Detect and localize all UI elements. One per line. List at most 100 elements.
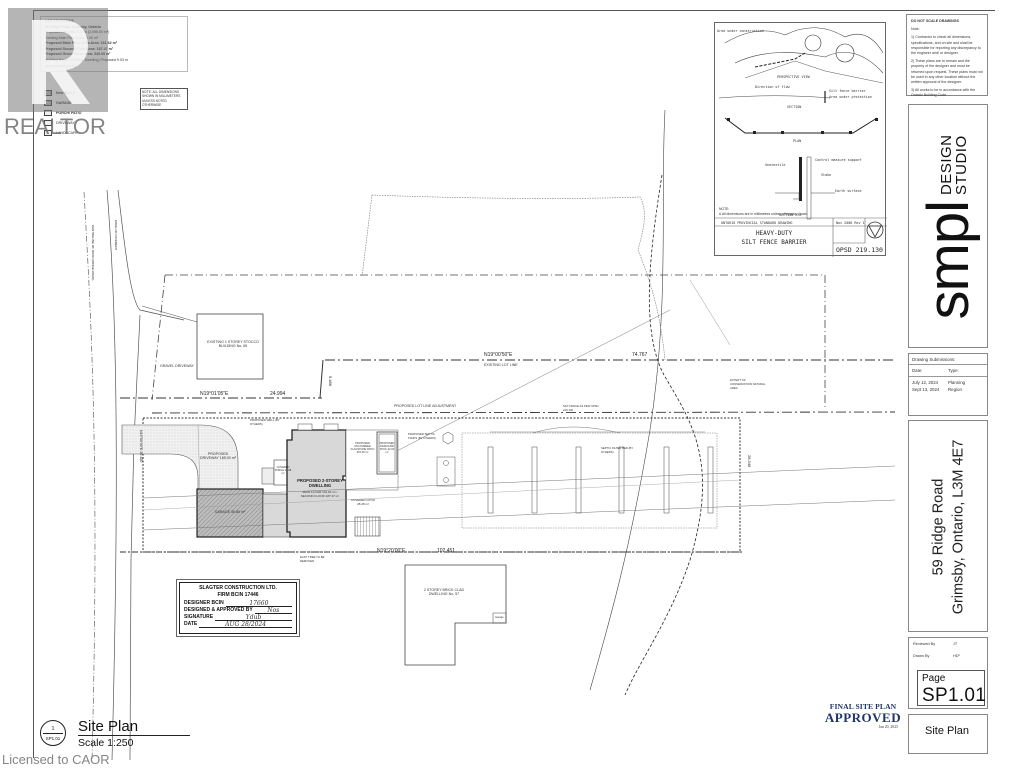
reviewed-by-value: JT — [953, 642, 958, 646]
septic-bed-label: SEPTIC FILTER BED (BY OTHERS) — [601, 446, 634, 454]
stamp-firm: SLAGTER CONSTRUCTION LTD. — [199, 585, 277, 591]
lot-stats-second-floor: Proposed Second Floor Area: 187.47 m² — [45, 46, 113, 51]
logo-wordmark: smpl — [916, 201, 981, 320]
silt-fence-detail: PERSPECTIVE VIEW SECTION PLAN SECTION A-… — [714, 22, 887, 257]
proposed-lot-line-label: PROPOSED LOT LINE ADJUSTMENT — [394, 404, 457, 408]
designer-stamp: SLAGTER CONSTRUCTION LTD. FIRM BCIN 1744… — [176, 579, 300, 637]
silt-fence-label: SILT FENCE AS PER OPSD 219.130 — [563, 404, 599, 412]
covered-patio-label: COVERED PATIO 28.48 m² — [350, 498, 376, 506]
silt-title-line-1: HEAVY-DUTY — [755, 230, 793, 237]
stamp-signature: Ydub — [215, 614, 292, 621]
legend-new-build: New BUILD — [56, 91, 76, 95]
legend-swatch-new-build — [44, 90, 52, 96]
drawn-by-label: Drawn By — [913, 654, 930, 658]
legend-swatch-driveway — [44, 120, 52, 126]
stamp-approved-label: DESIGNED & APPROVED BY — [184, 606, 253, 613]
plan-label: PLAN — [793, 139, 802, 143]
perspective-view-label: PERSPECTIVE VIEW — [777, 75, 810, 79]
submissions-col-date: Date: — [912, 368, 923, 373]
lot-stats-title: LOT STATISTICS — [45, 19, 74, 23]
logo-studio: STUDIO — [953, 135, 971, 196]
stamp-designer-bcin: 17660 — [225, 600, 292, 607]
legend-driveway: DRIVEWAY — [56, 121, 75, 125]
submission-type: Region — [948, 386, 962, 392]
lot-stats-address: 59 Ridge Road, Grimsby, Ontario — [45, 24, 102, 29]
legend-swatch-porch — [44, 110, 52, 116]
sheet-title: Site Plan — [925, 725, 970, 737]
submission-row: Sept 13, 2024 Region — [909, 387, 987, 394]
bearing-west: N19°01'05"E — [200, 391, 229, 397]
address-line-2: Grimsby, Ontario, L3M 4E7 — [950, 439, 966, 615]
silt-title-line-2: SILT FENCE BARRIER — [741, 239, 807, 246]
view-scale: Scale 1:250 — [78, 737, 134, 749]
existing-building-label: EXISTING 1 STOREY STOCCO BUILDING No. 65 — [207, 340, 259, 348]
proposed-dwelling-label: PROPOSED 2-STOREY DWELLING — [297, 478, 343, 488]
project-address-panel: 59 Ridge Road Grimsby, Ontario, L3M 4E7 — [908, 420, 988, 632]
proposed-well-label: PROPOSED WELL (BY OTHERS) — [250, 418, 280, 426]
east-tree-label: EAST TREE TO BE REMOVED — [300, 555, 325, 563]
stamp-designer-bcin-label: DESIGNER BCIN — [184, 599, 224, 606]
firm-logo-panel: smpl DESIGN STUDIO — [908, 104, 988, 348]
silt-fence-drawing — [715, 27, 887, 257]
stake-label: Stake — [821, 173, 832, 177]
road-centreline-label: CENTRELINE OF ROAD (RIDGE ROAD) — [91, 225, 95, 281]
view-sheet-ref: SP1.01 — [45, 736, 61, 741]
section-label: SECTION — [787, 105, 802, 109]
firm-logo: smpl DESIGN STUDIO — [916, 134, 981, 320]
submissions-title: Drawing Submissions: — [909, 354, 987, 365]
submission-date: Sept 13, 2024 — [912, 386, 940, 392]
dimension-south: 102.451 — [437, 548, 456, 554]
lot-stats-gross-floor: Proposed Gross Floor Area: 349.09 m² — [45, 52, 111, 57]
earth-surface-label: Earth surface — [835, 189, 862, 193]
sheet-title-box: Site Plan — [908, 714, 988, 754]
address-line-1: 59 Ridge Road — [930, 478, 947, 576]
stamp-date-label: DATE — [184, 620, 198, 627]
drawn-by-value: HD² — [953, 654, 960, 658]
control-measure-label: Control measure support — [815, 158, 862, 162]
direction-of-flow-label: Direction of flow — [755, 85, 790, 89]
area-under-protection-label: Area under protection — [829, 95, 872, 99]
title-block-info: Reviewed By JT Drawn By HD² Page SP1.01 — [908, 637, 988, 709]
legend-swatch-garage — [44, 100, 52, 106]
legend-note: NOTE: ALL DIMENSIONS SHOWN IN MILLIMETER… — [140, 88, 188, 110]
submission-type: Planning — [948, 380, 966, 385]
dwelling-area-label: MAIN FLOOR 161.62 m² / SECOND FLOOR 187.… — [300, 490, 340, 498]
page-number-box: Page SP1.01 — [917, 670, 986, 706]
page-label: Page — [922, 673, 946, 684]
section-aa-label: SECTION A-A — [779, 213, 802, 217]
edge-of-pavement-label: EDGE OF PAVEMENT — [114, 220, 118, 251]
lot-stats-main-floor: Proposed Main Floor Area Area: 161.62 m² — [45, 41, 118, 46]
silt-standard-label: ONTARIO PROVINCIAL STANDARD DRAWING — [721, 221, 793, 225]
notes-heading: Note: — [911, 27, 920, 32]
bearing-south: N19°20'00"E — [377, 548, 406, 554]
silt-revision: Nov 2006 Rev 1 — [836, 221, 865, 225]
view-number: 1 — [51, 726, 55, 732]
stamp-approved-by: Nos — [254, 607, 292, 614]
front-lot-line-label: N19°00'00"E 30.480 — [139, 430, 143, 463]
do-not-scale-title: DO NOT SCALE DRAWINGS — [911, 19, 959, 23]
approval-stamp: FINAL SITE PLAN APPROVED Jan 20, 2025 — [818, 702, 908, 729]
legend-porch-patio: PORCH/ PATIO — [56, 111, 82, 115]
reviewed-by-label: Reviewed By — [913, 642, 936, 646]
septic-tank-label: PROPOSED SEPTIC TANKS (BY OTHERS) — [408, 432, 436, 440]
approval-line-1: FINAL SITE PLAN — [829, 702, 897, 711]
opsd-code: OPSD 219.130 — [836, 246, 883, 254]
submission-date: July 12, 2024 — [912, 380, 939, 385]
legend-garage: GARAGE — [56, 101, 72, 105]
logo-design: DESIGN — [937, 134, 955, 196]
note-3: 3) All works to be in accordance with th… — [911, 88, 976, 98]
existing-lot-line-label: EXISTING LOT LINE — [484, 363, 518, 367]
license-footer: Licensed to CAOR — [2, 752, 110, 767]
view-reference-bubble: 1 SP1.01 — [40, 720, 66, 746]
silt-note-text: A All dimensions are in millimetres unle… — [719, 211, 809, 216]
proposed-patio-label: PROPOSED UNCOVERED FLAGSTONE PATIO 215.0… — [350, 442, 375, 454]
legend-swatch-landscape — [44, 130, 52, 136]
sheet-border — [33, 10, 995, 758]
proposed-pool-label: PROPOSED INGROUND POOL 32.00 m² — [379, 442, 395, 454]
general-notes: DO NOT SCALE DRAWINGS Note: 1) Contracto… — [906, 14, 988, 98]
drawing-submissions: Drawing Submissions: Date: Type: July 12… — [908, 353, 988, 416]
gravel-driveway-label: GRAVEL DRIVEWAY — [160, 364, 194, 368]
proposed-driveway-label: PROPOSED DRIVEWAY 185.00 m² — [200, 452, 236, 460]
